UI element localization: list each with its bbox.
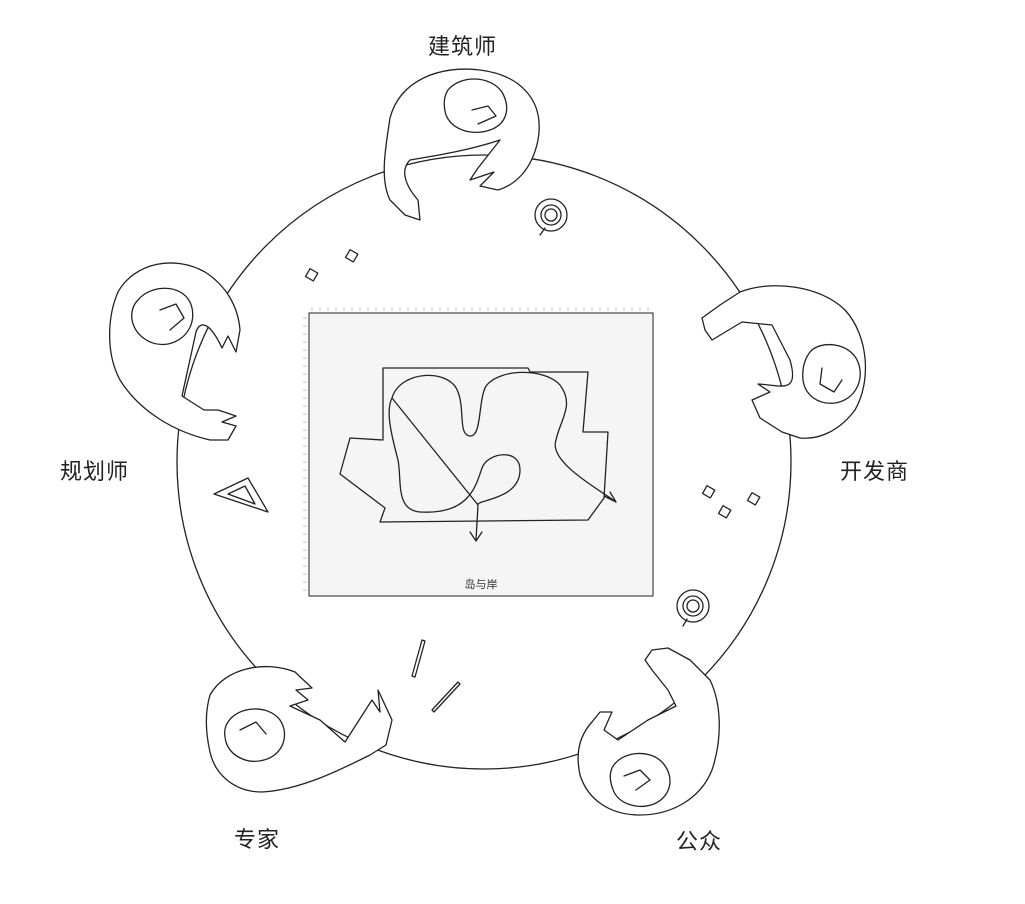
label-public: 公众 [676,830,723,855]
label-developer: 开发商 [840,460,910,485]
person-expert [205,665,393,793]
coffee-cup [676,589,710,627]
label-architect: 建筑师 [428,35,498,60]
plan-title: 岛与岸 [465,577,498,591]
site-boundary [339,367,609,523]
island-shape [388,371,617,513]
person-architect [383,68,540,221]
label-planner: 规划师 [60,460,130,485]
pencil [431,681,461,713]
ruler-ticks-top [311,307,649,311]
ruler-ticks-left [303,317,307,591]
person-planner [108,262,241,441]
site-plan-board: 岛与岸 [303,307,654,597]
triangle-ruler [213,477,269,513]
person-public [577,647,720,816]
label-expert: 专家 [234,828,281,853]
coffee-cup [534,198,568,236]
plan-sheet [308,312,654,597]
sticky-notes [304,249,761,519]
round-table [176,154,792,770]
pencil [411,639,426,678]
arrow-down [469,504,483,542]
person-developer [701,285,867,439]
